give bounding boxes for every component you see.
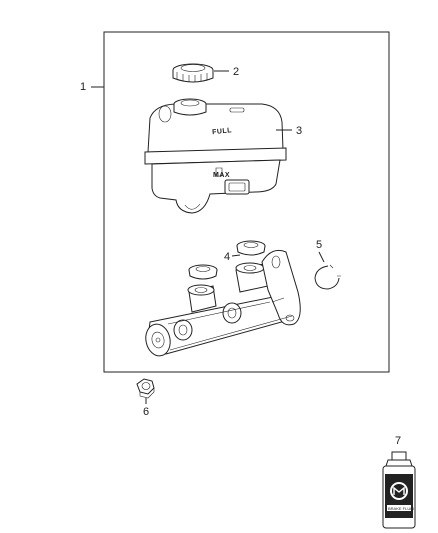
- callout-5-label: 5: [316, 239, 322, 251]
- callout-4[interactable]: 4: [224, 251, 241, 263]
- callout-1-label: 1: [80, 81, 86, 93]
- level-sensor-connector: [224, 179, 250, 195]
- grommet-left[interactable]: [188, 264, 218, 280]
- callout-2[interactable]: 2: [214, 66, 239, 78]
- callout-7-label: 7: [395, 435, 401, 447]
- callout-7[interactable]: 7: [395, 435, 401, 447]
- fluid-reservoir[interactable]: FULL MAX: [144, 98, 287, 214]
- callout-5[interactable]: 5: [316, 239, 325, 263]
- master-cylinder-body[interactable]: [143, 249, 301, 358]
- assembly-frame: [103, 31, 390, 373]
- mounting-nut[interactable]: [136, 378, 155, 399]
- retaining-ring[interactable]: [314, 264, 341, 290]
- reservoir-cap[interactable]: [172, 63, 214, 83]
- callout-6[interactable]: 6: [143, 398, 149, 418]
- callout-6-label: 6: [143, 406, 149, 418]
- bottle-label: BRAKE FLUID: [388, 506, 414, 511]
- callout-2-label: 2: [233, 66, 239, 78]
- lower-level-mark: MAX: [213, 172, 230, 179]
- brake-fluid-bottle[interactable]: BRAKE FLUID: [382, 451, 416, 529]
- callout-3[interactable]: 3: [276, 125, 302, 137]
- callout-4-label: 4: [224, 251, 230, 263]
- full-level-mark: FULL: [212, 127, 233, 136]
- callout-1[interactable]: 1: [80, 81, 104, 93]
- callout-3-label: 3: [296, 125, 302, 137]
- grommet-right[interactable]: [236, 240, 266, 256]
